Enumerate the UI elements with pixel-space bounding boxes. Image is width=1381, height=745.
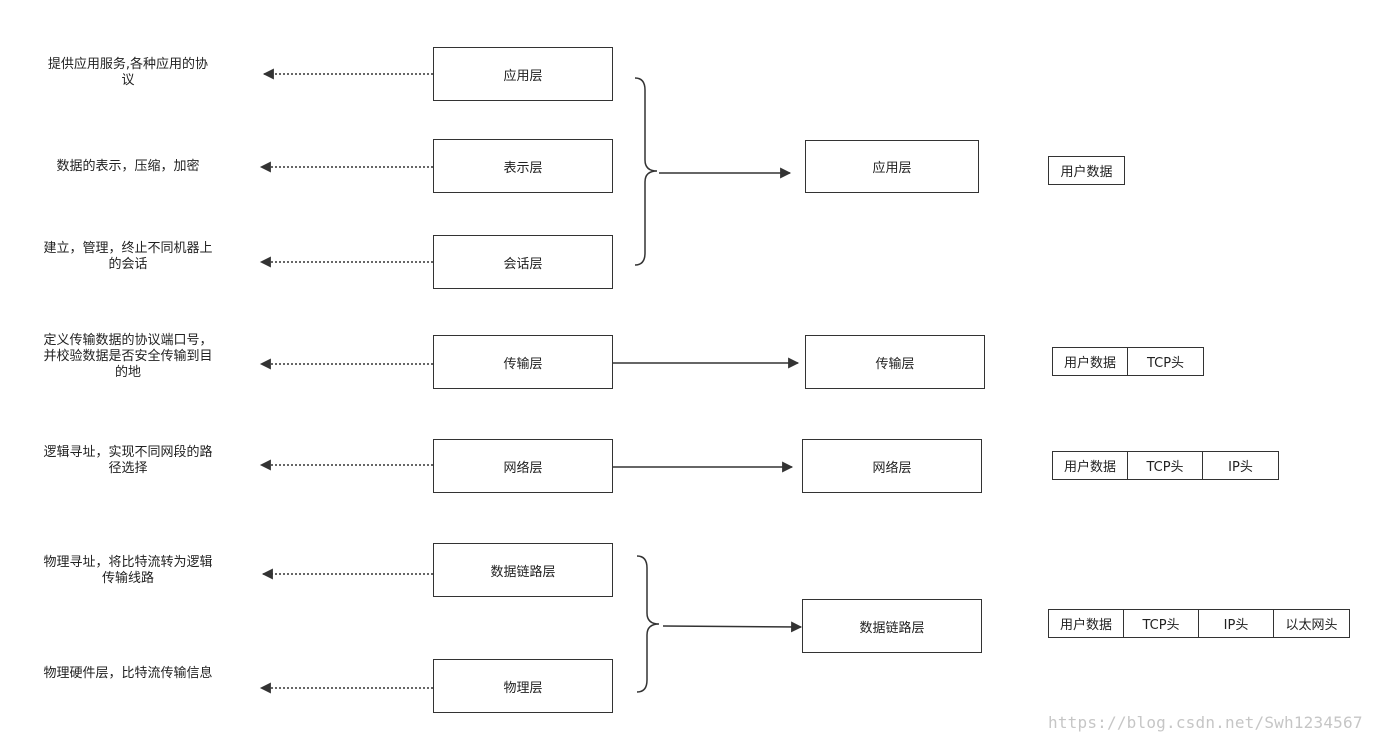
osi-layer-presentation: 表示层 xyxy=(433,139,613,193)
tcpip-layer-transport: 传输层 xyxy=(805,335,985,389)
tcpip-layer-datalink: 数据链路层 xyxy=(802,599,982,653)
packet-segment-user-data: 用户数据 xyxy=(1053,452,1128,479)
packet-segment-ip-header: IP头 xyxy=(1199,610,1274,637)
packet-segment-ethernet-header: 以太网头 xyxy=(1285,618,1338,633)
description-network: 逻辑寻址，实现不同网段的路径选择 xyxy=(43,445,213,476)
packet-segment-user-data: 用户数据 xyxy=(1053,348,1128,375)
description-datalink: 物理寻址，将比特流转为逻辑传输线路 xyxy=(43,555,213,586)
osi-layer-network: 网络层 xyxy=(433,439,613,493)
osi-layer-application: 应用层 xyxy=(433,47,613,101)
tcpip-layer-network: 网络层 xyxy=(802,439,982,493)
packet-segment-user-data: 用户数据 xyxy=(1060,165,1113,180)
packet-network: 用户数据 TCP头 IP头 xyxy=(1052,451,1279,480)
description-transport: 定义传输数据的协议端口号，并校验数据是否安全传输到目的地 xyxy=(43,333,213,380)
packet-segment-tcp-header: TCP头 xyxy=(1128,452,1203,479)
packet-application: 用户数据 xyxy=(1048,156,1125,185)
watermark: https://blog.csdn.net/Swh1234567 xyxy=(1048,713,1363,732)
brace-top xyxy=(634,77,658,266)
packet-segment-user-data: 用户数据 xyxy=(1049,610,1124,637)
brace-bottom xyxy=(636,555,660,693)
description-application: 提供应用服务,各种应用的协议 xyxy=(47,57,209,88)
description-presentation: 数据的表示，压缩，加密 xyxy=(56,159,200,174)
packet-segment-ip-header: IP头 xyxy=(1228,460,1253,475)
osi-layer-datalink: 数据链路层 xyxy=(433,543,613,597)
osi-layer-transport: 传输层 xyxy=(433,335,613,389)
osi-layer-session: 会话层 xyxy=(433,235,613,289)
packet-datalink: 用户数据 TCP头 IP头 以太网头 xyxy=(1048,609,1350,638)
description-session: 建立，管理，终止不同机器上的会话 xyxy=(43,241,213,272)
solid-arrow xyxy=(662,621,803,633)
packet-transport: 用户数据 TCP头 xyxy=(1052,347,1204,376)
packet-segment-tcp-header: TCP头 xyxy=(1124,610,1199,637)
description-physical: 物理硬件层，比特流传输信息 xyxy=(43,666,213,681)
packet-segment-tcp-header: TCP头 xyxy=(1146,356,1185,371)
osi-layer-physical: 物理层 xyxy=(433,659,613,713)
tcpip-layer-application: 应用层 xyxy=(805,140,979,193)
